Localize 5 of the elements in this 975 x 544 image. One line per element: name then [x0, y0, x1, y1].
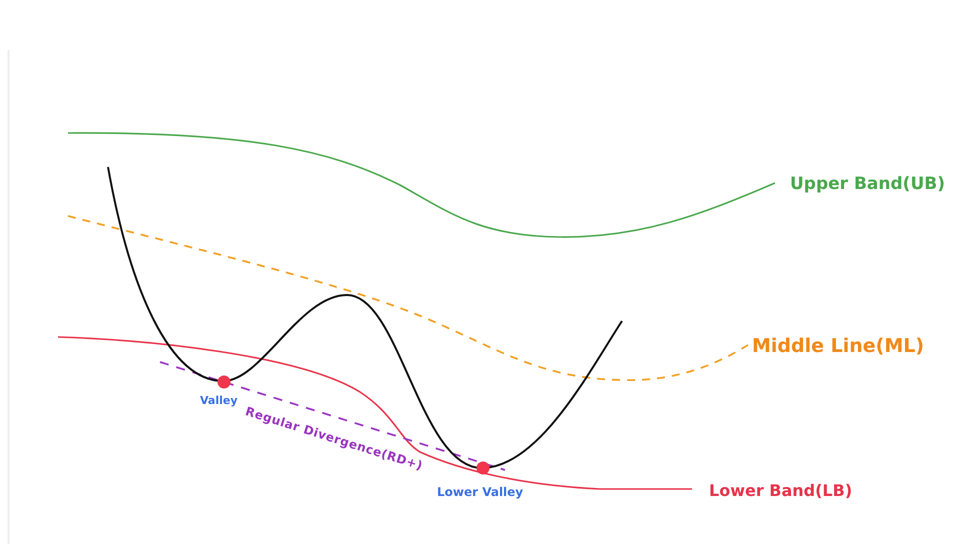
band-label: Lower Band(LB)	[709, 480, 852, 502]
band-label: Upper Band(UB)	[790, 173, 945, 195]
point-label: Lower Valley	[437, 484, 524, 500]
line-label: Middle Line(ML)	[752, 334, 924, 358]
point-label: Valley	[200, 394, 238, 408]
